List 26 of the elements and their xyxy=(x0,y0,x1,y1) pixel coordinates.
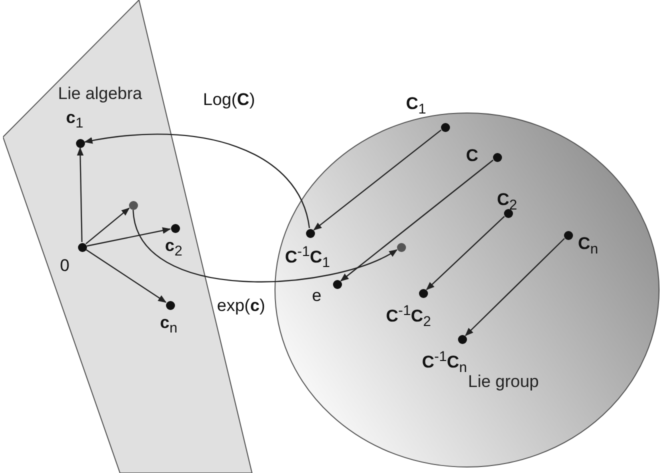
point-label: C xyxy=(466,146,478,166)
point-label: e xyxy=(312,286,322,306)
arrow xyxy=(464,238,565,336)
arrow xyxy=(86,249,167,303)
space-label: Lie algebra xyxy=(58,84,142,104)
arrow xyxy=(313,130,442,230)
space-label: Lie group xyxy=(468,372,539,392)
point-label: C$^{-1}$C$_{1}$ xyxy=(285,243,330,274)
edge-label: Log(C) xyxy=(203,90,255,110)
arrow xyxy=(84,134,310,228)
edge-label: exp(c) xyxy=(217,296,266,316)
point-label: C$^{-1}$C$_{n}$ xyxy=(422,348,468,378)
arrow xyxy=(86,227,171,247)
point-label: 0 xyxy=(60,256,70,276)
arrow xyxy=(426,216,505,290)
arrow xyxy=(76,147,84,242)
point-label: C$^{-1}$C$_{2}$ xyxy=(386,302,432,332)
point-label: c$_{1}$ xyxy=(66,108,84,134)
point-label: c$_{2}$ xyxy=(165,236,182,262)
point-label: C$_{1}$ xyxy=(406,94,426,120)
arrow xyxy=(85,208,130,244)
point-label: C$_{2}$ xyxy=(497,190,518,216)
point-label: c$_{n}$ xyxy=(160,313,178,338)
arrow xyxy=(340,160,494,282)
arrow xyxy=(132,210,398,282)
point-label: C$_{n}$ xyxy=(578,234,598,260)
